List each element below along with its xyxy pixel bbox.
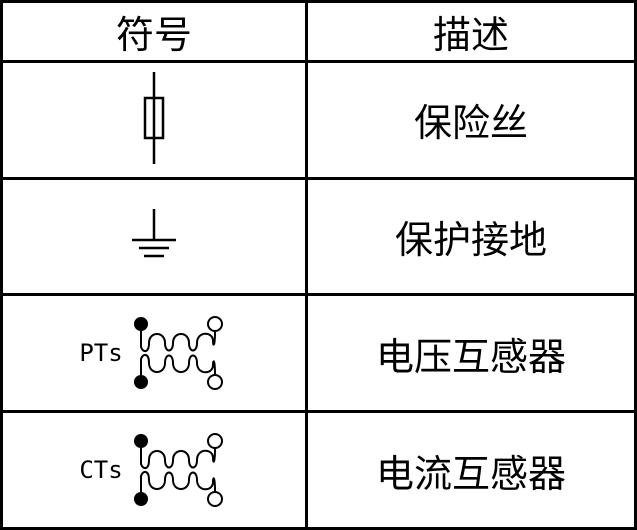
symbol-label: PTs — [79, 339, 123, 368]
description-text: 保险丝 — [413, 101, 528, 146]
description-text: 保护接地 — [394, 218, 547, 263]
table-header-row: 符号 描述 — [0, 0, 637, 63]
transformer-symbol-icon — [133, 433, 223, 508]
symbol-label: CTs — [79, 456, 123, 485]
table-row: CTs 电流互感器 — [0, 410, 637, 530]
description-text: 电压互感器 — [375, 334, 566, 379]
description-column-header: 描述 — [305, 0, 637, 63]
symbol-cell — [0, 176, 308, 297]
table-row: 保险丝 — [0, 59, 637, 180]
symbol-column-header: 符号 — [0, 0, 308, 63]
symbol-cell — [0, 59, 308, 180]
description-cell: 保险丝 — [305, 59, 637, 180]
symbol-cell: CTs — [0, 410, 308, 530]
protective-ground-symbol-icon — [132, 208, 176, 257]
fuse-symbol-icon — [143, 71, 165, 164]
description-cell: 电流互感器 — [305, 410, 637, 530]
description-cell: 电压互感器 — [305, 293, 637, 414]
table-row: PTs 电压互感器 — [0, 293, 637, 414]
table-row: 保护接地 — [0, 176, 637, 297]
description-text: 电流互感器 — [375, 451, 566, 496]
transformer-symbol-icon — [133, 316, 223, 391]
description-cell: 保护接地 — [305, 176, 637, 297]
symbol-cell: PTs — [0, 293, 308, 414]
